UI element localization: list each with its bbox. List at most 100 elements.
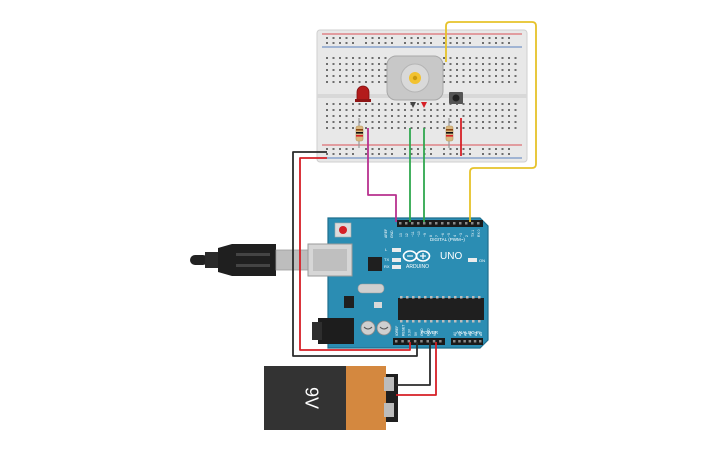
breadboard-hole [469, 69, 471, 71]
breadboard-hole [358, 63, 361, 65]
breadboard-hole [501, 81, 504, 83]
resistor-left [355, 118, 364, 148]
breadboard-hole [482, 121, 484, 123]
breadboard-hole [443, 109, 445, 111]
breadboard-hole [462, 115, 465, 117]
breadboard-hole [378, 103, 380, 105]
chip-pin [466, 296, 469, 299]
chip-pin [400, 320, 403, 323]
chip-pin [418, 320, 421, 323]
breadboard-hole [469, 75, 471, 77]
chip-pin [430, 296, 433, 299]
breadboard-hole [358, 115, 361, 117]
breadboard-hole [430, 103, 432, 105]
breadboard-hole [469, 42, 471, 44]
breadboard-hole [430, 153, 432, 155]
chip-pin [442, 296, 445, 299]
breadboard-hole [339, 109, 341, 111]
breadboard-hole [352, 37, 354, 39]
breadboard-hole [508, 63, 510, 65]
breadboard-hole [508, 37, 510, 39]
gnd-label: GND [390, 230, 394, 238]
header-pin [432, 340, 436, 343]
breadboard-hole [371, 81, 374, 83]
arduino-logo [402, 250, 431, 262]
breadboard-hole [430, 148, 432, 150]
breadboard-hole [345, 81, 348, 83]
digital-header [397, 220, 483, 227]
breadboard-hole [514, 115, 517, 117]
breadboard-hole [417, 127, 419, 129]
breadboard-hole [378, 69, 380, 71]
breadboard-hole [339, 37, 341, 39]
breadboard-hole [391, 121, 393, 123]
breadboard-hole [423, 37, 426, 39]
digital-pin-label: ~10 [417, 231, 421, 237]
breadboard-hole [404, 42, 406, 44]
header-pin [465, 222, 468, 225]
breadboard-hole [482, 153, 484, 155]
breadboard-hole [391, 115, 393, 117]
breadboard-hole [423, 42, 426, 44]
analog-pin-label: A0 [453, 332, 457, 336]
breadboard-hole [495, 103, 497, 105]
breadboard-hole [417, 153, 419, 155]
power-pin-label: 3.3V [408, 328, 412, 336]
breadboard-hole [384, 153, 387, 155]
chip-pin [418, 296, 421, 299]
breadboard-hole [475, 81, 478, 83]
header-pin [405, 222, 408, 225]
breadboard-hole [365, 57, 367, 59]
breadboard-hole [365, 103, 367, 105]
breadboard-hole [378, 109, 380, 111]
breadboard-hole [508, 153, 510, 155]
breadboard-hole [430, 127, 432, 129]
header-pin [417, 222, 420, 225]
chip-pin [406, 296, 409, 299]
breadboard-hole [443, 63, 445, 65]
breadboard-hole [456, 69, 458, 71]
breadboard-hole [339, 42, 341, 44]
analog-section-label: ANALOG IN [456, 330, 481, 335]
battery-terminal [384, 403, 394, 417]
breadboard-hole [345, 75, 348, 77]
resistor-band [446, 135, 453, 137]
capacitor [376, 320, 392, 336]
breadboard-hole [456, 148, 458, 150]
breadboard-hole [488, 42, 491, 44]
breadboard-hole [462, 63, 465, 65]
breadboard-hole [384, 148, 387, 150]
breadboard-hole [384, 42, 387, 44]
breadboard-hole [410, 37, 413, 39]
breadboard-hole [345, 127, 348, 129]
header-pin [479, 340, 482, 343]
breadboard-hole [352, 148, 354, 150]
breadboard-hole [326, 69, 328, 71]
breadboard-hole [443, 69, 445, 71]
header-pin [459, 222, 462, 225]
breadboard-hole [449, 69, 452, 71]
breadboard-hole [378, 81, 380, 83]
breadboard-hole [443, 115, 445, 117]
chip-pin [436, 320, 439, 323]
digital-pin-label: 2 [465, 235, 469, 237]
breadboard-hole [475, 121, 478, 123]
aref-label: AREF [384, 229, 388, 238]
chip-pin [448, 296, 451, 299]
breadboard-hole [326, 109, 328, 111]
breadboard-hole [488, 57, 491, 59]
breadboard-hole [352, 69, 354, 71]
motor-lead [410, 102, 416, 108]
led-rx [392, 265, 401, 269]
breadboard-hole [332, 63, 335, 65]
breadboard-hole [332, 69, 335, 71]
header-pin [401, 340, 404, 343]
breadboard-hole [501, 75, 504, 77]
analog-pin-label: A5 [479, 332, 483, 336]
power-pin-label: GND [427, 328, 431, 336]
breadboard-hole [469, 63, 471, 65]
breadboard-hole [326, 57, 328, 59]
breadboard-hole [488, 63, 491, 65]
breadboard-hole [332, 42, 335, 44]
